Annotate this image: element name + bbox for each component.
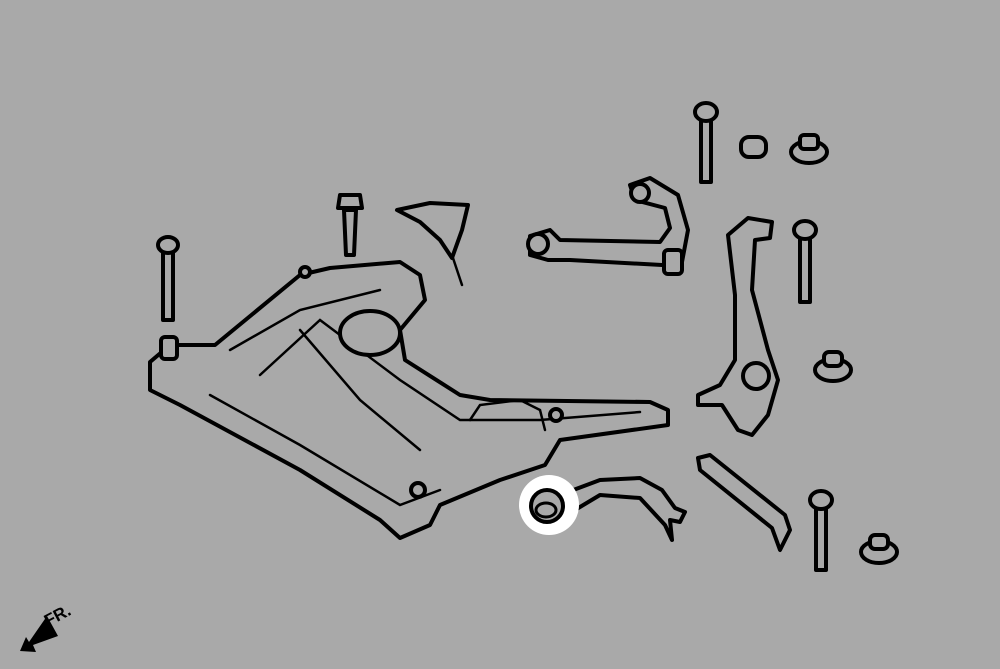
upper-control-arm [526, 176, 690, 276]
bolt-top-right [693, 101, 719, 184]
lower-control-arm [558, 476, 687, 542]
highlighted-bushing [519, 475, 579, 535]
bracket-upper [395, 201, 470, 287]
bolt-right [792, 219, 818, 304]
bolt-left [156, 235, 180, 322]
bolt-lower-right [808, 489, 834, 572]
nut-top-2 [789, 133, 829, 165]
nut-middle-right [813, 350, 853, 383]
steering-knuckle [696, 216, 780, 437]
front-subframe [148, 260, 670, 540]
nut-lower-right [859, 533, 899, 565]
front-direction-arrow-icon [20, 616, 58, 652]
bolt-upper-center [336, 193, 364, 257]
tension-strut [696, 453, 792, 552]
nut-top-1 [739, 135, 768, 159]
